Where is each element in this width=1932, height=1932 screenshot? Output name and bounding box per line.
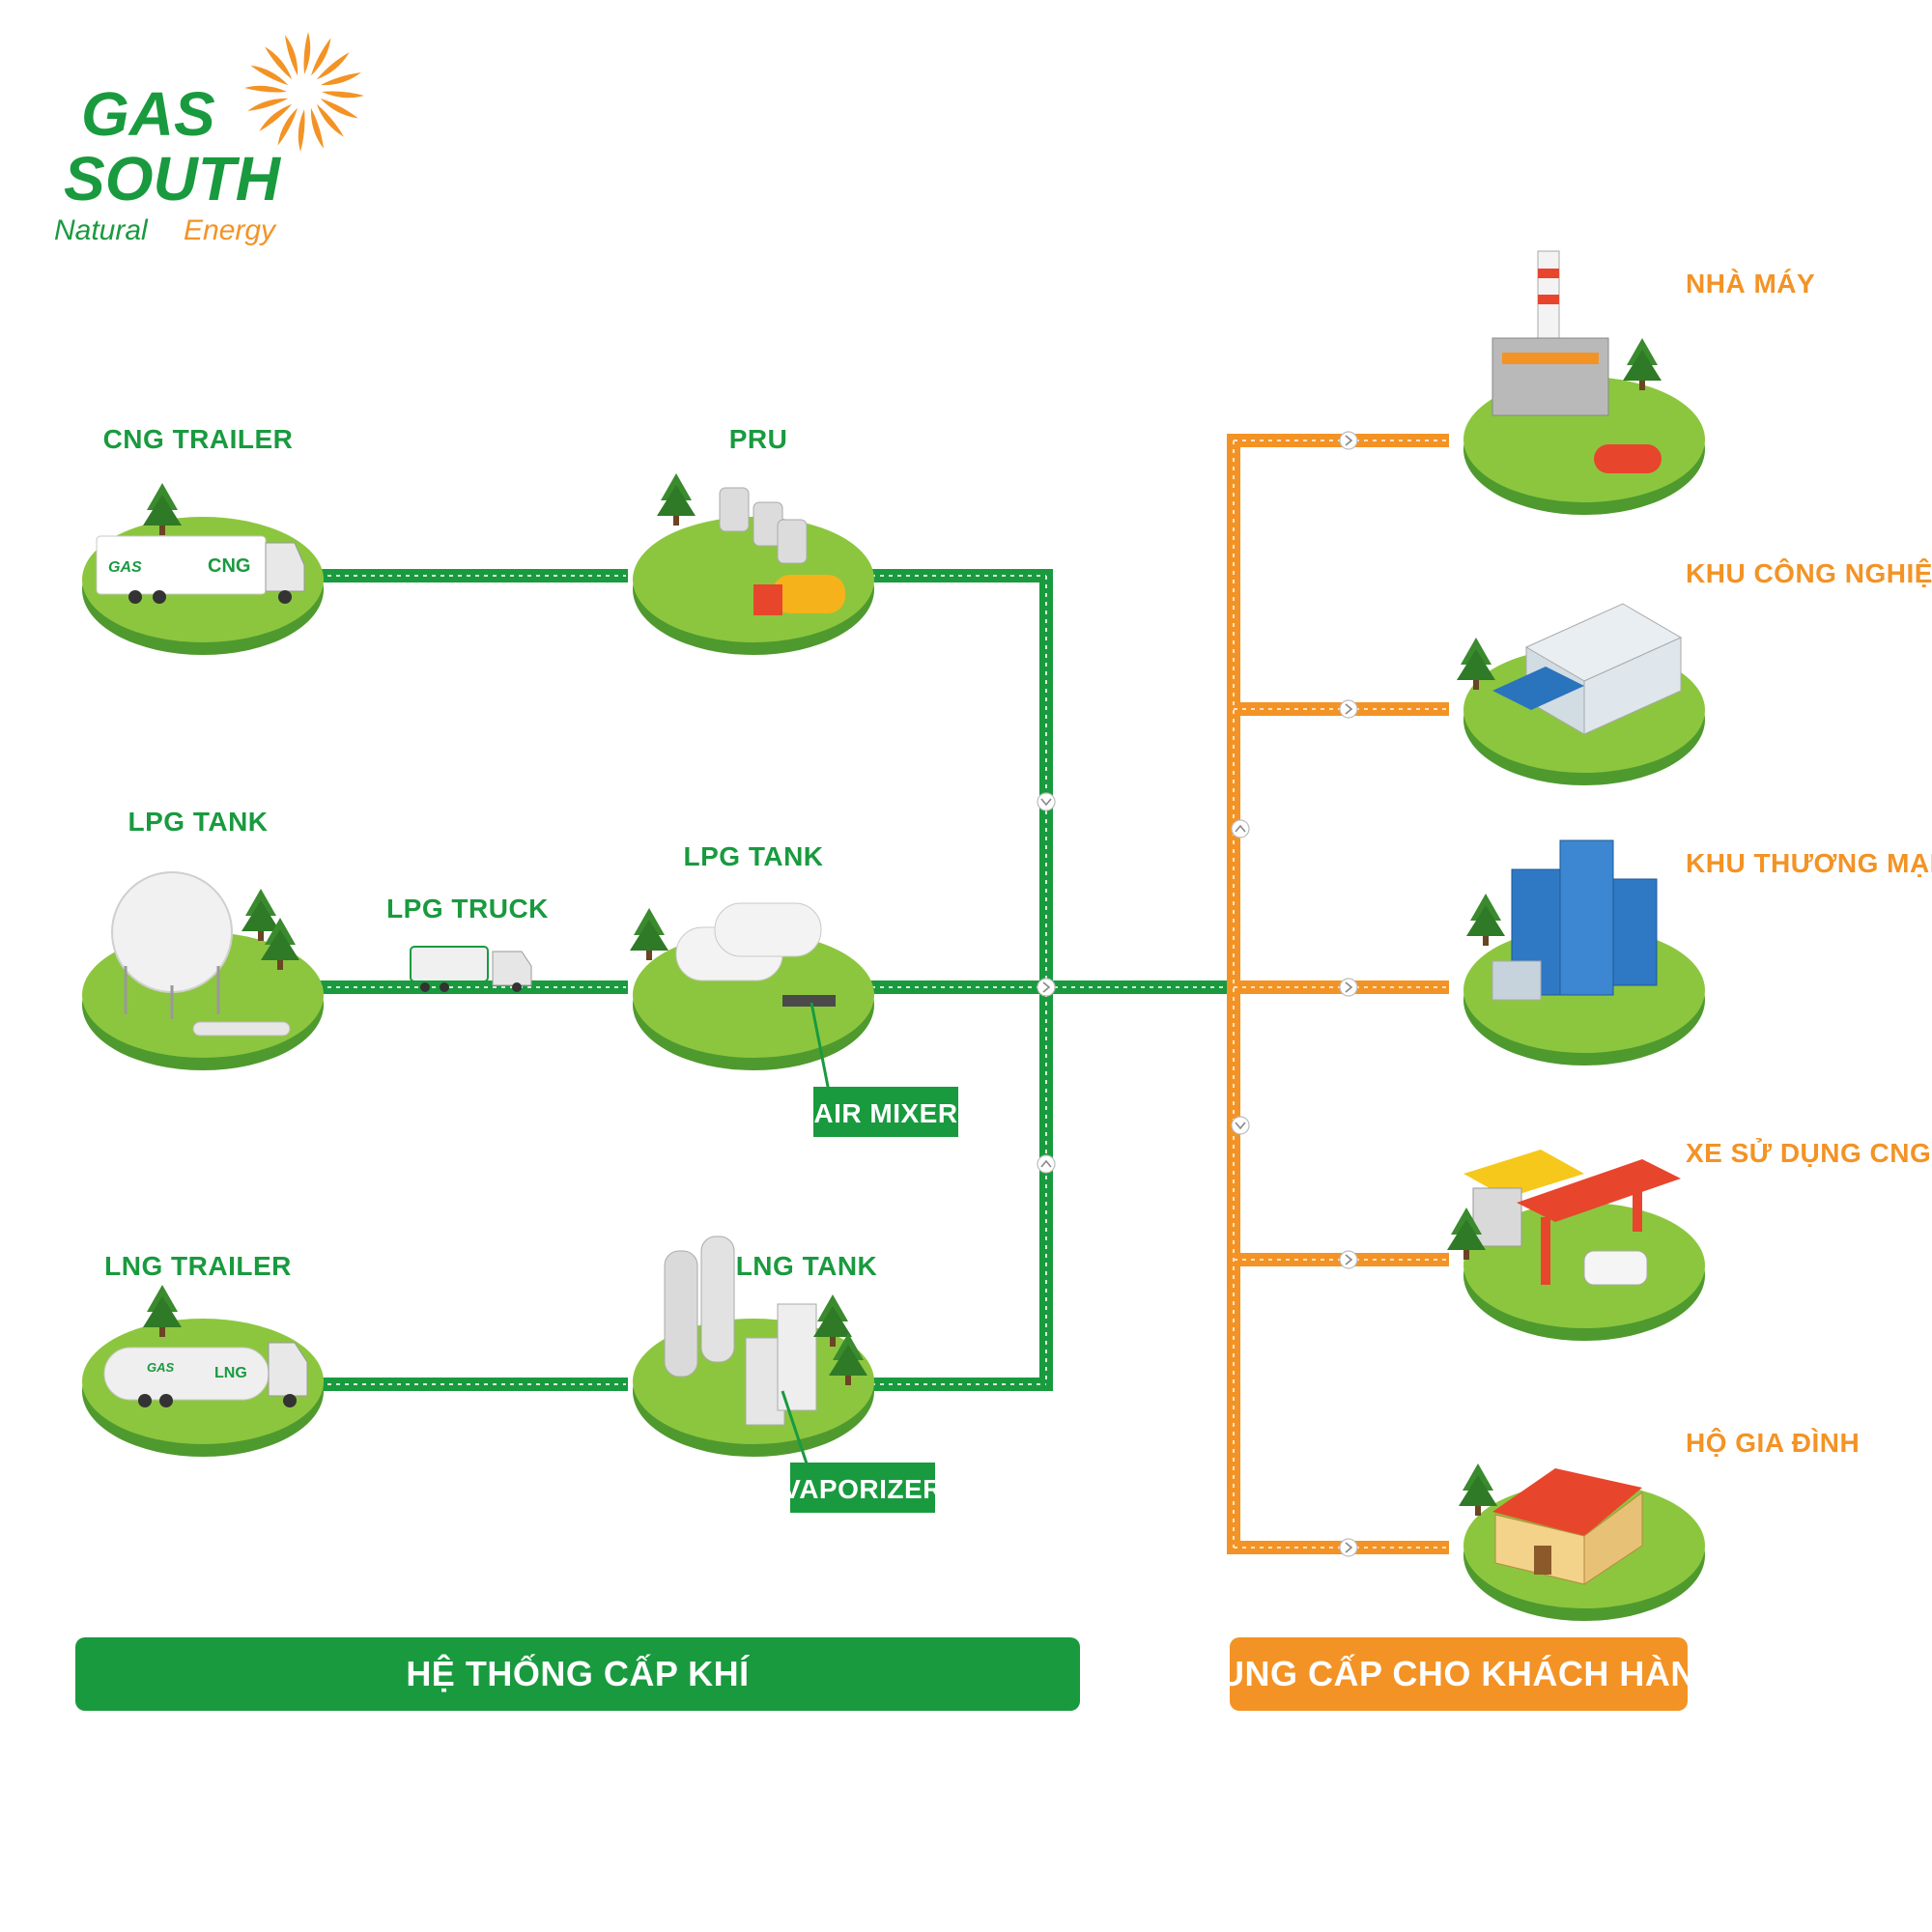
khu-cong-nghiep-label: KHU CÔNG NGHIỆP xyxy=(1686,557,1932,588)
commercial-buildings-icon xyxy=(1466,839,1658,1001)
orange-pipeline-network xyxy=(1227,431,1449,1557)
customer-supply-title: CUNG CẤP CHO KHÁCH HÀNG xyxy=(1194,1654,1724,1693)
sun-ray xyxy=(247,98,289,112)
lng-trailer-label: LNG TRAILER xyxy=(104,1251,292,1281)
air-mixer-label: AIR MIXER xyxy=(813,1098,957,1128)
house-icon xyxy=(1459,1463,1643,1585)
sun-ray xyxy=(316,51,350,80)
logo-south: SOUTH xyxy=(64,144,282,213)
svg-text:GAS: GAS xyxy=(147,1360,175,1375)
cng-trailer-icon: GAS CNG xyxy=(96,483,305,604)
lpg-tank-source-label: LPG TANK xyxy=(128,807,268,837)
cng-station-icon xyxy=(1447,1150,1681,1286)
sun-ray xyxy=(320,71,361,86)
sun-ray xyxy=(284,35,298,76)
khu-thuong-mai-label: KHU THƯƠNG MẠI xyxy=(1686,848,1932,878)
sun-ray xyxy=(259,103,293,132)
air-mixer-leader-line xyxy=(810,1002,833,1102)
sun-ray xyxy=(264,46,293,80)
lpg-sphere-tank-icon xyxy=(111,871,299,1037)
flow-right-arrow-icon xyxy=(1339,1250,1358,1269)
factory-icon xyxy=(1492,250,1662,473)
flow-right-arrow-icon xyxy=(1339,1538,1358,1557)
sun-ray xyxy=(303,32,311,74)
lng-tank-label: LNG TANK xyxy=(736,1251,878,1281)
supply-system-title: HỆ THỐNG CẤP KHÍ xyxy=(406,1653,750,1693)
flow-down-arrow-icon xyxy=(1037,792,1056,811)
logo-natural: Natural xyxy=(54,214,149,246)
pru-label: PRU xyxy=(729,424,788,454)
nha-may-label: NHÀ MÁY xyxy=(1686,269,1815,298)
flow-down-arrow-icon xyxy=(1231,1116,1250,1135)
lpg-tank-station-label: LPG TANK xyxy=(683,841,823,871)
gas-south-logo: GAS SOUTH Natural Energy xyxy=(54,32,364,246)
sun-ray xyxy=(250,65,289,86)
flow-right-arrow-icon xyxy=(1339,699,1358,719)
sun-ray xyxy=(316,103,345,137)
sun-ray xyxy=(310,107,325,149)
sun-ray xyxy=(244,85,287,93)
ho-gia-dinh-label: HỘ GIA ĐÌNH xyxy=(1686,1427,1860,1458)
sun-ray xyxy=(298,109,305,152)
sun-ray xyxy=(277,107,298,146)
lpg-truck-label: LPG TRUCK xyxy=(386,894,549,923)
islands xyxy=(82,377,1705,1621)
industrial-park-icon xyxy=(1457,603,1683,735)
supply-system-banner: HỆ THỐNG CẤP KHÍ xyxy=(75,1637,1080,1711)
flow-right-arrow-icon xyxy=(1339,978,1358,997)
svg-text:CNG: CNG xyxy=(208,555,250,577)
cng-trailer-label: CNG TRAILER xyxy=(103,424,294,454)
xe-su-dung-cng-label: XE SỬ DỤNG CNG xyxy=(1686,1137,1931,1168)
lng-trailer-icon: GAS LNG xyxy=(103,1285,308,1407)
logo-gas: GAS xyxy=(81,79,215,149)
lpg-storage-tanks-icon xyxy=(630,902,836,1007)
sun-icon xyxy=(244,32,364,152)
customer-supply-banner: CUNG CẤP CHO KHÁCH HÀNG xyxy=(1194,1637,1724,1711)
flow-up-arrow-icon xyxy=(1231,819,1250,838)
sun-ray xyxy=(322,91,364,99)
flow-up-arrow-icon xyxy=(1037,1154,1056,1174)
svg-text:GAS: GAS xyxy=(108,559,142,576)
logo-energy: Energy xyxy=(184,214,277,246)
flow-right-arrow-icon xyxy=(1339,431,1358,450)
flow-right-arrow-icon xyxy=(1037,978,1056,997)
sun-ray xyxy=(320,98,358,119)
vaporizer-label: VAPORIZER xyxy=(782,1474,943,1504)
green-pipeline-network xyxy=(314,569,1236,1391)
sun-ray xyxy=(310,38,331,76)
air-mixer-callout: AIR MIXER xyxy=(813,1087,958,1137)
svg-text:LNG: LNG xyxy=(214,1365,247,1381)
lpg-truck-icon xyxy=(410,946,532,992)
vaporizer-callout: VAPORIZER xyxy=(782,1463,943,1513)
pressure-reduction-unit-icon xyxy=(657,473,845,615)
lng-storage-tanks-icon xyxy=(664,1236,867,1426)
